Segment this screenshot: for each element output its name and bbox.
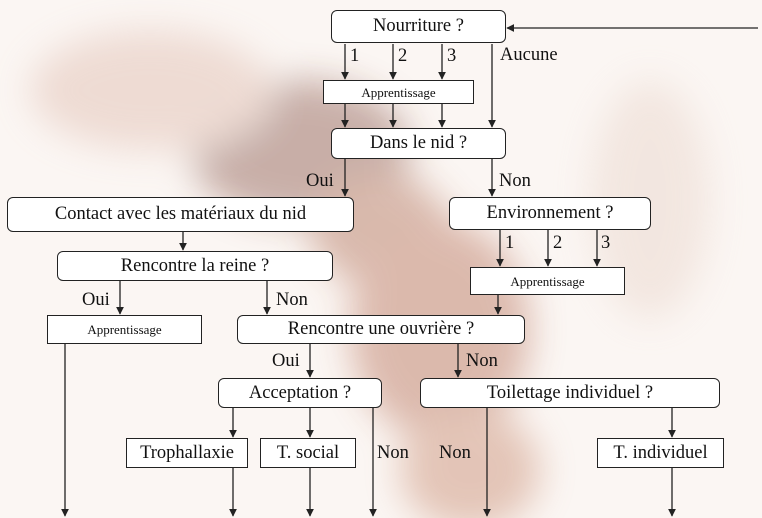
node-nourriture: Nourriture ? <box>331 10 506 43</box>
node-trophallaxie: Trophallaxie <box>126 438 248 468</box>
label-non-reine: Non <box>276 290 308 310</box>
label-env-1: 1 <box>505 233 515 253</box>
node-toilettage-individuel: Toilettage individuel ? <box>420 378 720 408</box>
label-non-toilettage: Non <box>439 443 471 463</box>
node-rencontre-ouvriere: Rencontre une ouvrière ? <box>237 315 525 344</box>
node-rencontre-reine: Rencontre la reine ? <box>57 251 333 281</box>
label-env-3: 3 <box>601 233 611 253</box>
label-oui-nid: Oui <box>306 171 334 191</box>
label-food-3: 3 <box>447 46 457 66</box>
node-environnement: Environnement ? <box>449 197 651 230</box>
label-oui-reine: Oui <box>82 290 110 310</box>
node-t-social: T. social <box>260 438 356 468</box>
label-food-2: 2 <box>398 46 408 66</box>
node-contact-materiaux: Contact avec les matériaux du nid <box>7 197 354 232</box>
node-acceptation: Acceptation ? <box>218 378 382 408</box>
label-oui-ouvriere: Oui <box>272 351 300 371</box>
node-apprentissage-reine: Apprentissage <box>47 315 202 344</box>
label-aucune: Aucune <box>500 45 558 65</box>
node-dans-le-nid: Dans le nid ? <box>331 128 506 159</box>
node-apprentissage-env: Apprentissage <box>470 267 625 295</box>
label-non-ouvriere: Non <box>466 351 498 371</box>
node-t-individuel: T. individuel <box>597 438 724 468</box>
label-non-nid: Non <box>499 171 531 191</box>
label-non-acceptation: Non <box>377 443 409 463</box>
label-food-1: 1 <box>350 46 360 66</box>
label-env-2: 2 <box>553 233 563 253</box>
node-apprentissage-food: Apprentissage <box>323 80 474 104</box>
